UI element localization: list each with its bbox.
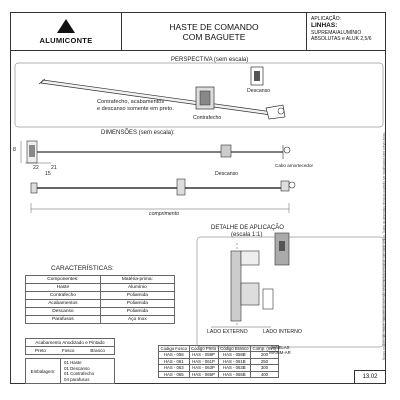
brand-name: ALUMICONTE: [39, 35, 93, 45]
finish-box: Acabamento Anodizado e Pintado Preto Fos…: [25, 338, 115, 355]
packaging-item: 01 Descanso: [64, 365, 90, 371]
table-row: Haste Alumínio: [25, 283, 176, 292]
descanso-dim-label: Descanso: [215, 171, 239, 177]
lines-label: LINHAS:: [311, 22, 338, 29]
detail-title-2: (escala 1:1): [231, 232, 263, 238]
material-cell: Poliamida: [99, 299, 176, 308]
lado-interno-label: LADO INTERNO: [263, 329, 302, 335]
material-cell: Poliamida: [99, 291, 176, 300]
finish-option: Fosco: [61, 348, 75, 353]
descanso-side: [220, 144, 232, 158]
table-row: HAS - 061 HAS - 061P HAS - 061B 250: [158, 357, 279, 366]
characteristics-title: CARACTERÍSTICAS:: [51, 265, 114, 272]
title-line-1: HASTE DE COMANDO: [169, 21, 259, 32]
title-line-2: COM BAGUETE: [182, 31, 246, 42]
cabo-label: Cabo amortecedor: [275, 163, 314, 168]
component-cell: Contrafecho: [25, 291, 101, 300]
rod-middle-block: [176, 178, 186, 196]
perspective-frame: [14, 62, 384, 128]
detail-frame: [196, 236, 384, 348]
finish-title: Acabamento Anodizado e Pintado: [26, 339, 114, 347]
application-box: APLICAÇÃO: LINHAS: SUPREMA/ALUMÍNIO ABSO…: [307, 13, 385, 50]
code-cell: HAS - 063B: [217, 364, 252, 372]
page-number: 13.02: [354, 370, 385, 383]
contrafecho-label: Contrafecho: [193, 115, 222, 121]
code-cell: HAS - 063P: [188, 364, 219, 372]
technical-drawings: [14, 62, 384, 348]
packaging-items: 01 Haste 01 Descanso 01 Contrafecho 04 p…: [61, 359, 114, 383]
code-cell: HAS - 065: [158, 370, 190, 379]
line-info-1: JANELAS: [270, 345, 290, 350]
profile-section: [230, 250, 242, 322]
code-cell: HAS - 061P: [188, 357, 219, 366]
material-cell: Alumínio: [99, 283, 176, 292]
col-header-branco: Código Branco: [217, 344, 252, 353]
line-info: JANELAS MAXIM-AR: [269, 345, 291, 355]
code-cell: HAS - 065B: [217, 370, 252, 379]
dim-label-15: 15: [45, 171, 51, 177]
col-header-length: Comp. (mm): [250, 344, 279, 353]
col-header-fosco: Código Fosco: [158, 344, 190, 353]
finish-option: Preto: [34, 348, 46, 353]
dim-label-22: 22: [33, 165, 39, 171]
rod-end-cap: [265, 104, 286, 120]
length-cell: 250: [250, 357, 279, 366]
component-cell: Haste: [25, 283, 101, 292]
packaging-item: 01 Haste: [64, 360, 82, 365]
header: ALUMICONTE HASTE DE COMANDO COM BAGUETE …: [11, 13, 385, 51]
code-cell: HAS - 058B: [217, 351, 252, 359]
perspective-note-2: e descanso somente em preto.: [97, 106, 174, 112]
perspective-note-1: Contrafecho, acabamentos: [97, 99, 165, 105]
dim-label-21: 21: [51, 165, 57, 171]
finish-options: Preto Fosco Branco: [26, 347, 114, 354]
comprimento-label: comprimento: [149, 211, 179, 217]
packaging-box: Embalagem: 01 Haste 01 Descanso 01 Contr…: [25, 358, 115, 384]
component-cell: Descanso: [25, 307, 101, 316]
table-row: HAS - 065 HAS - 065P HAS - 065B 400: [158, 370, 279, 379]
sidebar-note: Nosso produto não requer manutenção que …: [382, 132, 386, 360]
perspective-title: PERSPECTIVA (sem escala): [171, 57, 249, 63]
table-row: HAS - 063 HAS - 063P HAS - 063B 300: [158, 364, 279, 372]
packaging-label: Embalagem:: [26, 359, 61, 383]
length-cell: 300: [250, 364, 279, 372]
material-cell: Aço Inox: [99, 315, 176, 324]
lines-value-2: ABSOLUTAS e ALUK 2,5/6: [311, 36, 372, 42]
document-title: HASTE DE COMANDO COM BAGUETE: [122, 13, 307, 50]
characteristics-table: Componentes: Matéria-prima: Haste Alumín…: [25, 275, 176, 324]
codes-table: Código Fosco Código Preto Código Branco …: [158, 344, 279, 379]
finish-option: Branco: [90, 348, 105, 353]
detail-title-1: DETALHE DE APLICAÇÃO: [211, 225, 284, 231]
length-cell: 400: [250, 370, 279, 379]
component-cell: Acabamentos: [25, 299, 101, 308]
col-header-components: Componentes:: [25, 275, 101, 284]
col-header-material: Matéria-prima:: [99, 275, 176, 284]
line-info-2: MAXIM-AR: [269, 350, 291, 355]
technical-sheet: ALUMICONTE HASTE DE COMANDO COM BAGUETE …: [10, 12, 386, 384]
dimensions-title: DIMENSÕES (sem escala):: [101, 130, 175, 136]
table-row: Contrafecho Poliamida: [25, 291, 176, 300]
col-header-preto: Código Preto: [188, 344, 219, 353]
table-row: Acabamentos Poliamida: [25, 299, 176, 308]
packaging-item: 04 parafusos: [64, 376, 90, 382]
descanso-label: Descanso: [247, 88, 271, 94]
code-cell: HAS - 065P: [188, 370, 219, 379]
table-row: HAS - 058 HAS - 058P HAS - 058B 200: [158, 351, 279, 359]
lines-value-1: SUPREMA/ALUMÍNIO: [311, 30, 362, 36]
packaging-item: 01 Contrafecho: [64, 371, 95, 376]
lado-externo-label: LADO EXTERNO: [207, 329, 248, 335]
application-label: APLICAÇÃO:: [311, 16, 342, 22]
component-cell: Parafusos: [25, 315, 101, 324]
code-cell: HAS - 058P: [188, 351, 219, 359]
dim-label-8: 8: [13, 147, 16, 153]
table-row: Parafusos Aço Inox: [25, 315, 176, 324]
material-cell: Poliamida: [99, 307, 176, 316]
brand-triangle-icon: [57, 18, 75, 33]
table-row: Descanso Poliamida: [25, 307, 176, 316]
length-cell: 200: [250, 351, 279, 359]
code-cell: HAS - 061B: [217, 357, 252, 366]
brand-logo: ALUMICONTE: [11, 13, 122, 50]
